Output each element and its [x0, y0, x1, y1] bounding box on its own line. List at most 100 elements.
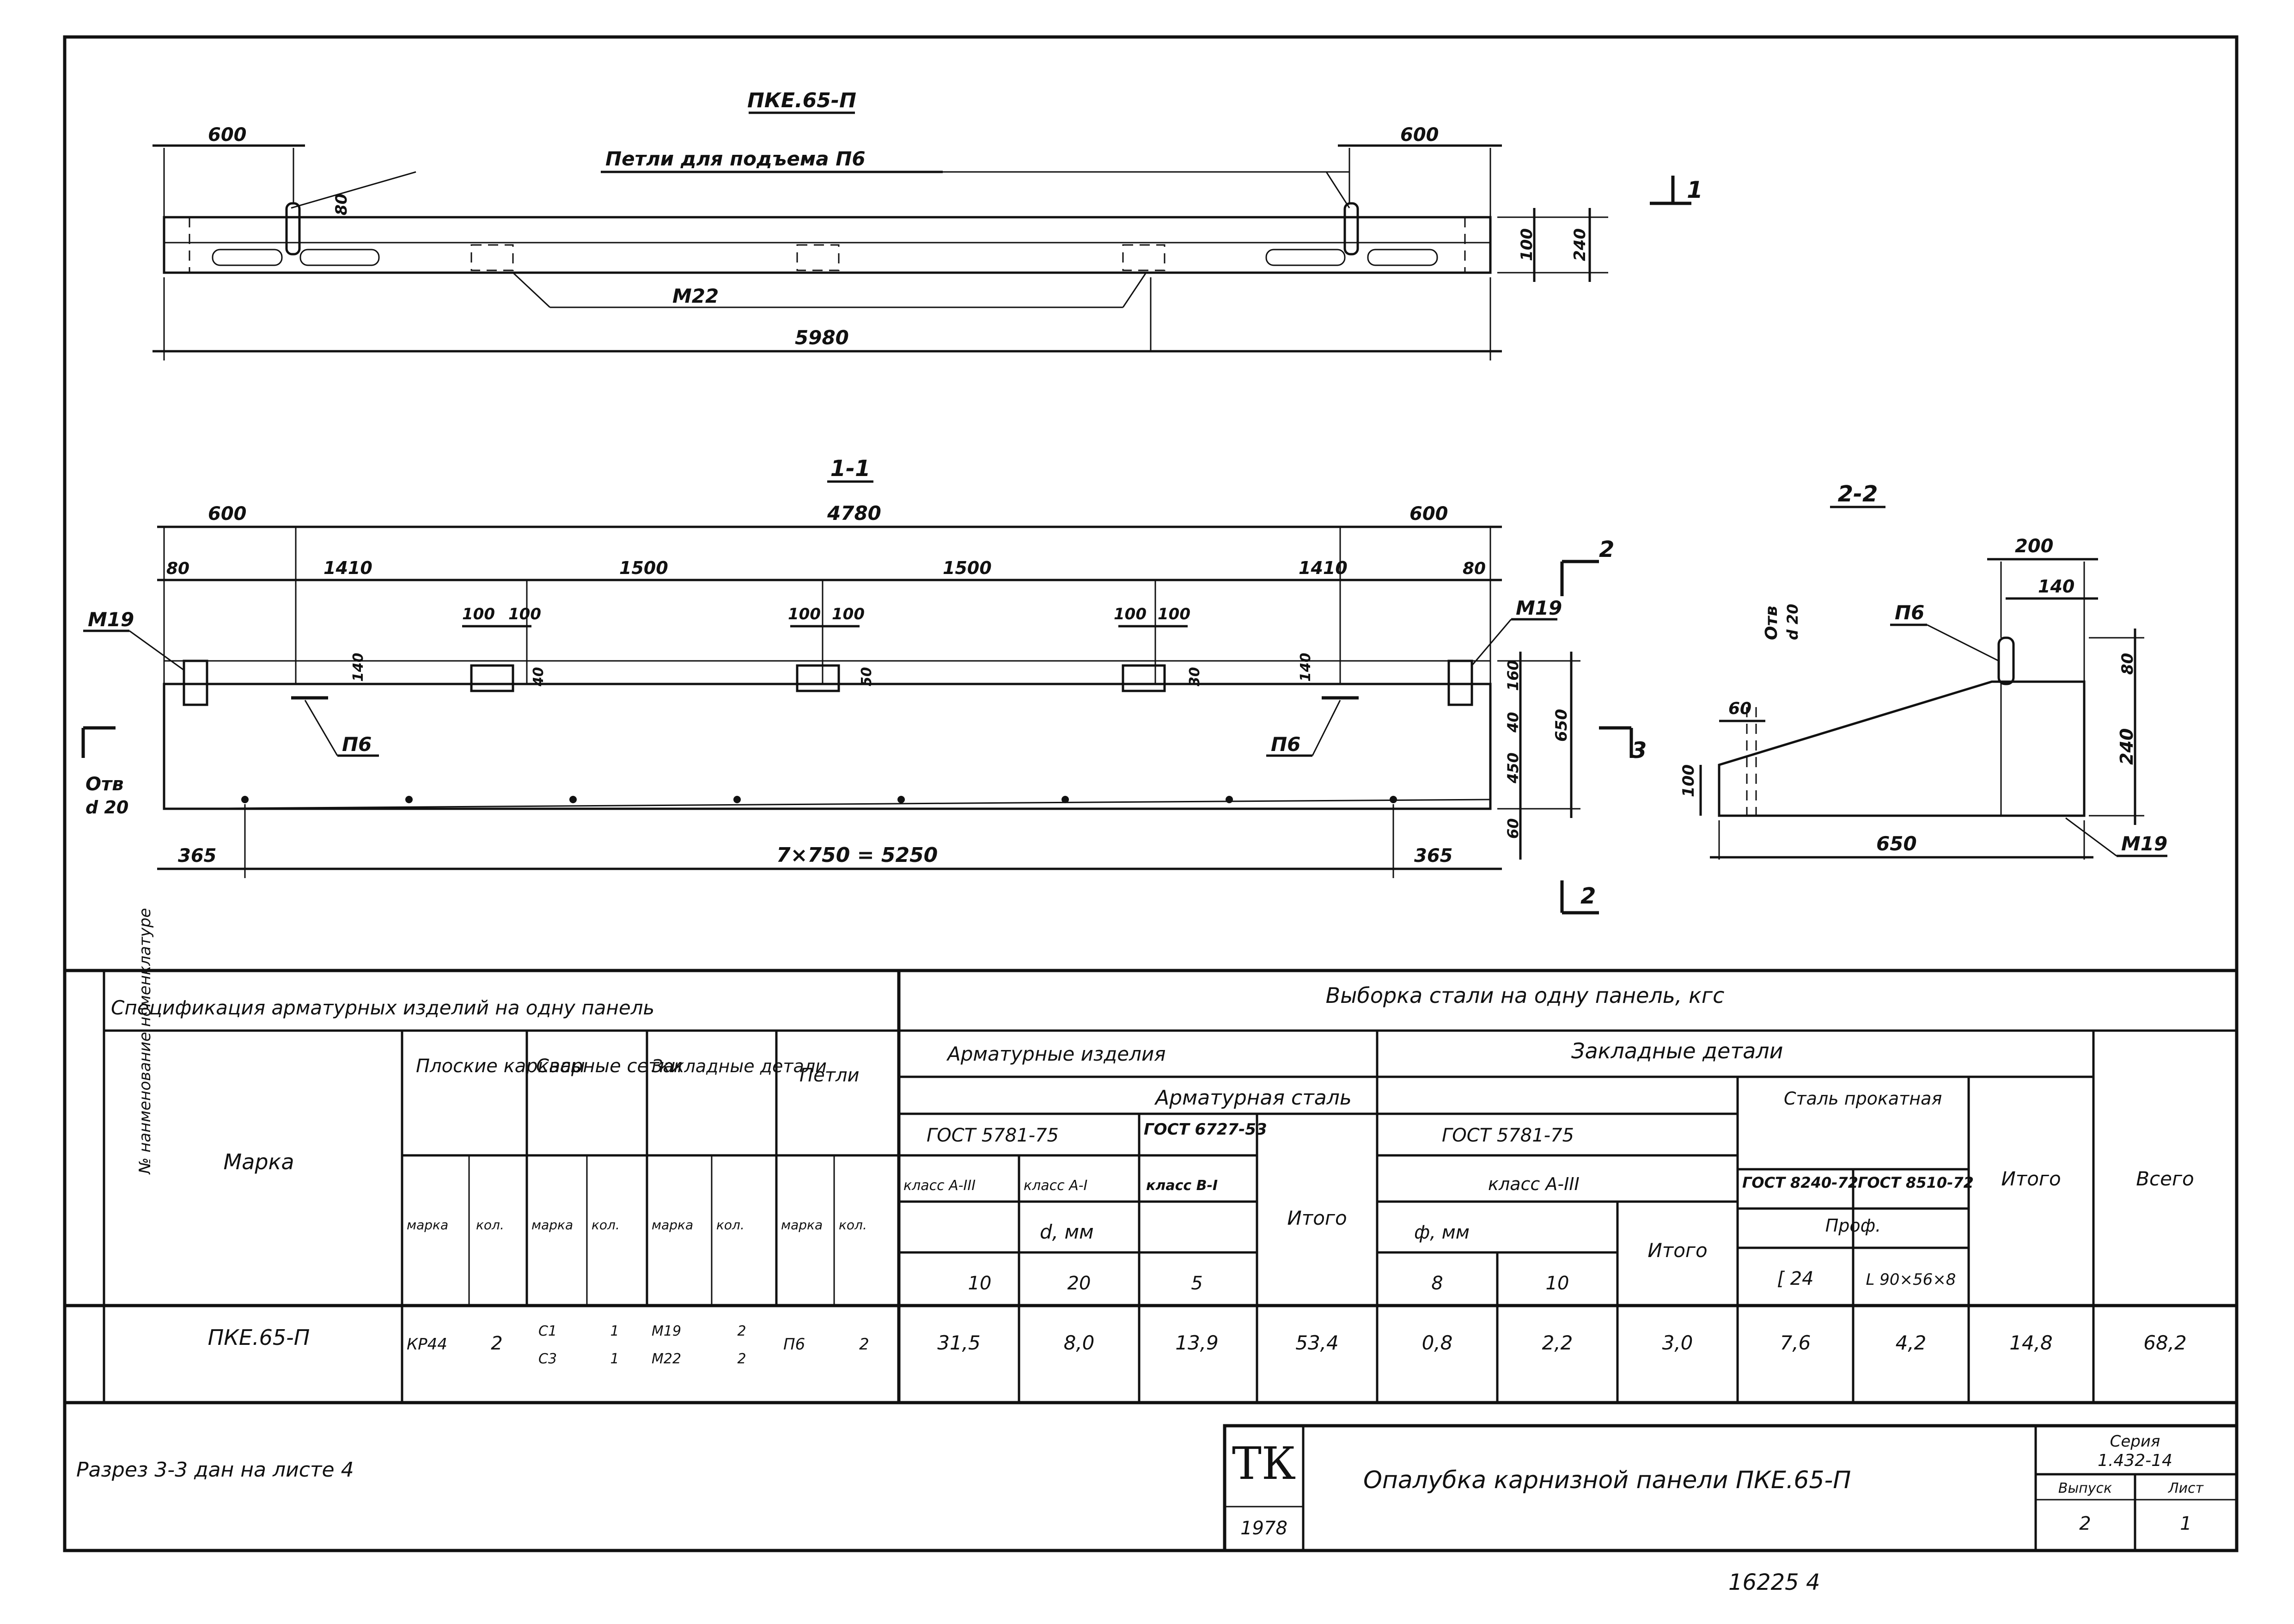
section-1-1-title: 1-1: [830, 456, 871, 482]
row-emb-total: 14,8: [2009, 1331, 2053, 1354]
col-mark: Марка: [223, 1149, 294, 1174]
dim-100: 100: [1679, 764, 1698, 797]
hole-1: [241, 796, 249, 803]
drawing-title: Опалубка карнизной панели ПКЕ.65-П: [1363, 1466, 1851, 1494]
emb-items: Закладные детали: [1571, 1038, 1783, 1063]
dim-365-right: 365: [1414, 845, 1453, 867]
dim-140-right: 140: [1298, 653, 1314, 682]
row-loop-mark: П6: [783, 1335, 805, 1354]
m19-right: М19: [1516, 597, 1562, 619]
sub-mark-3: марка: [652, 1217, 693, 1233]
dim-60: 60: [1728, 699, 1751, 718]
panel-plan-outline: [163, 216, 1492, 274]
itogo-emb-steel: Итого: [1647, 1239, 1707, 1262]
row-emb-2: М22: [652, 1351, 681, 1367]
d-mm: d, мм: [1040, 1221, 1094, 1243]
row-emb-steel-total: 3,0: [1662, 1331, 1693, 1354]
top-view: ПКЕ.65-П Петли для подъема П6 М22 600 60…: [153, 89, 1703, 360]
hole-4: [733, 796, 741, 803]
series-value: 1.432-14: [2098, 1451, 2172, 1470]
d20: 20: [1068, 1273, 1091, 1294]
row-v5: 13,9: [1175, 1331, 1219, 1354]
c24: [ 24: [1777, 1268, 1813, 1289]
dim-1500-b: 1500: [943, 558, 992, 578]
row-emb-1: М19: [652, 1323, 681, 1339]
rolled: Сталь прокатная: [1784, 1088, 1942, 1109]
row-flat-mark: КР44: [407, 1335, 447, 1354]
sub-qty-4: кол.: [839, 1217, 867, 1233]
dim-100: 100: [1518, 228, 1536, 261]
row-emb-qty-1: 2: [737, 1323, 746, 1339]
dim-600-right: 600: [1409, 503, 1448, 525]
p6-left-leader: [304, 700, 338, 756]
dim-40: 40: [531, 667, 547, 687]
cut-2-top-label: 2: [1599, 537, 1614, 562]
itogo-emb: Итого: [2001, 1167, 2061, 1190]
dim-holes: 7×750 = 5250: [776, 843, 938, 867]
f8: 8: [1431, 1273, 1443, 1294]
d5: 5: [1191, 1273, 1202, 1294]
row-loop-qty: 2: [859, 1335, 869, 1354]
section-2-2-title: 2-2: [1838, 481, 1878, 507]
row-grand: 68,2: [2143, 1331, 2187, 1354]
dim-4780: 4780: [827, 502, 881, 525]
sheet-value: 1: [2180, 1513, 2191, 1534]
anchor-plan-3: [1122, 244, 1165, 271]
sheet-label: Лист: [2168, 1480, 2204, 1496]
loops-leader-left: [291, 171, 416, 209]
dim-140-left: 140: [350, 653, 366, 682]
dim-30: 30: [1187, 667, 1203, 686]
m19-2-2-leader: [2065, 817, 2117, 857]
hole-8: [1390, 796, 1397, 803]
g-flat-1: Плоские каркасы: [416, 1056, 585, 1077]
side-label: № нанменование номенклатуре: [136, 908, 154, 1175]
sub-mark-1: марка: [407, 1217, 448, 1233]
row-emb-qty-2: 2: [737, 1351, 746, 1367]
hole-7: [1226, 796, 1233, 803]
title-block: Разрез 3-3 дан на листе 4 ТК 1978 Опалуб…: [76, 1424, 2239, 1595]
dim-100-3a: 100: [1114, 605, 1147, 623]
section-2-2-outline: [1718, 680, 2086, 817]
section-1-1: 1-1 600 4780 600 80 1410 1500 1500 1410 …: [81, 456, 1647, 915]
loops-leader-right: [1325, 171, 1350, 208]
doc-number: 16225 4: [1728, 1569, 1820, 1595]
dim-650: 650: [1552, 709, 1571, 742]
anchor-plan-2: [796, 244, 840, 271]
hole-2-2-b: d 20: [1784, 604, 1801, 640]
loop-plan-left-2: [299, 249, 380, 266]
p6-2-2: П6: [1895, 601, 1924, 624]
dim-50: 50: [859, 667, 875, 686]
loops-label: Петли для подъема П6: [605, 147, 866, 170]
m19-left: М19: [88, 608, 134, 631]
hole-label-1: Отв: [85, 774, 124, 795]
title-block-frame: [1223, 1424, 2239, 1552]
class-b1: класс В-I: [1146, 1178, 1218, 1194]
dim-1410-left: 1410: [323, 558, 372, 578]
hole-6: [1062, 796, 1069, 803]
arm-steel: Арматурная сталь: [1154, 1086, 1352, 1110]
anchor-1: [470, 664, 514, 692]
p6-right-leader: [1312, 700, 1341, 756]
loop-plan-right-2: [1367, 249, 1438, 266]
arm-items: Арматурные изделия: [946, 1043, 1166, 1065]
hole-2: [405, 796, 413, 803]
dim-1500-a: 1500: [619, 558, 668, 578]
issue-value: 2: [2079, 1513, 2091, 1534]
loop-plan-right: [1265, 249, 1346, 266]
g-loops: Петли: [799, 1065, 860, 1086]
gost-8510: ГОСТ 8510-72: [1858, 1174, 1974, 1191]
row-mesh-2: С3: [538, 1351, 557, 1367]
dim-80-left: 80: [166, 559, 189, 578]
panel-bottom-slope: [164, 799, 1491, 810]
class-a3: класс А-III: [903, 1178, 976, 1194]
row-c24: 7,6: [1780, 1331, 1811, 1354]
dim-240: 240: [1571, 228, 1589, 261]
p6-left: П6: [342, 733, 372, 756]
m22-leader-c: [1122, 272, 1147, 308]
dim-100-2b: 100: [832, 605, 865, 623]
gost-5781-a: ГОСТ 5781-75: [927, 1125, 1059, 1146]
dim-1410-right: 1410: [1299, 558, 1348, 578]
dim-80: 80: [2118, 653, 2137, 675]
itogo-arm: Итого: [1287, 1207, 1347, 1229]
